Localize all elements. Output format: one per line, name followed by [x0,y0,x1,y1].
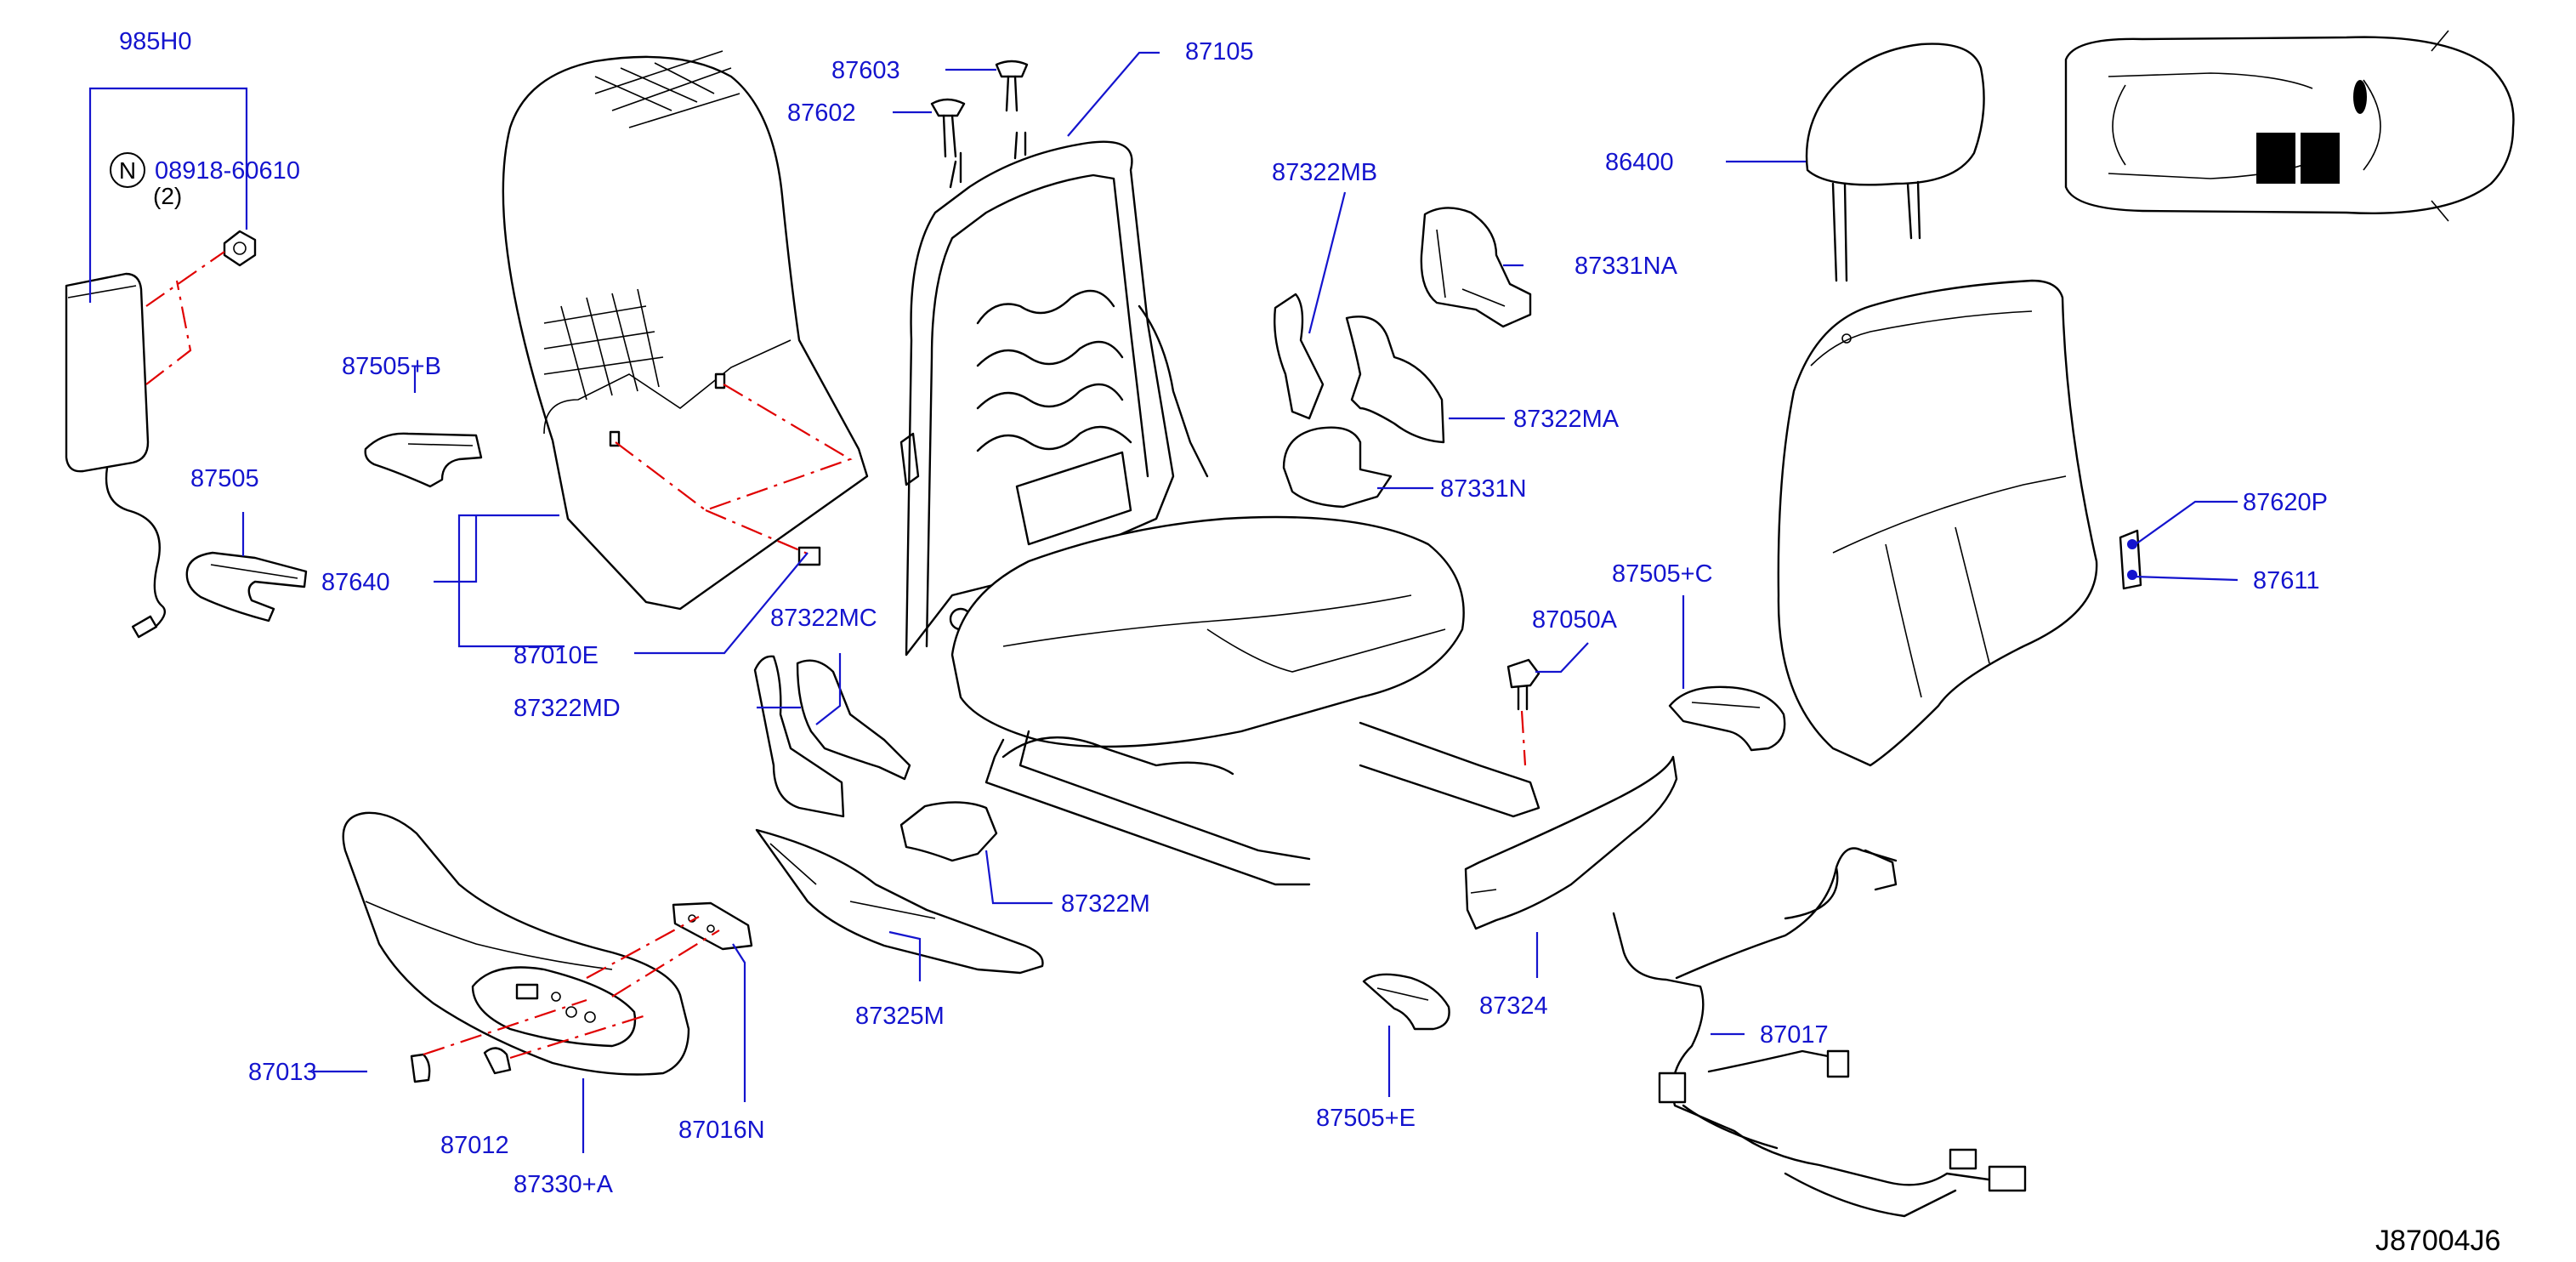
part-87331na-cover [1420,207,1532,328]
part-87105-seat-frame [899,131,1209,657]
phantom-lines-87010e [615,382,853,556]
part-87602-clip [930,98,966,158]
part-87322m-cover [899,801,998,862]
callout-87013[interactable]: 87013 [248,1059,317,1086]
callout-87331n[interactable]: 87331N [1440,475,1527,503]
callout-87505[interactable]: 87505 [190,465,259,492]
part-87505b-finisher [364,432,483,488]
diagram-code: J87004J6 [2375,1225,2500,1257]
callout-87322md[interactable]: 87322MD [513,695,621,722]
callout-87505e[interactable]: 87505+E [1316,1105,1416,1132]
part-87017-harness [1612,847,2027,1218]
part-seat-cushion [950,515,1540,886]
callout-87330a[interactable]: 87330+A [513,1171,614,1198]
callout-985h0[interactable]: 985H0 [119,28,191,55]
vehicle-location-silhouette [2064,30,2515,222]
callout-87505c[interactable]: 87505+C [1612,560,1713,588]
callout-87602[interactable]: 87602 [787,99,856,127]
callout-87322ma[interactable]: 87322MA [1513,406,1620,433]
callout-labels: 985H0 08918-60610 87505+B 87505 87640 87… [119,28,2328,1198]
part-87012-knob [483,1047,512,1075]
callout-87010e[interactable]: 87010E [513,642,599,669]
part-87330a-side-panel [342,811,690,1076]
callout-87505b[interactable]: 87505+B [342,353,441,380]
part-87640-finisher [185,551,308,622]
callout-87016n[interactable]: 87016N [678,1117,765,1144]
part-seatback-trim [1777,279,2142,767]
part-87050a-bolt [1506,658,1540,766]
callout-87603[interactable]: 87603 [831,57,900,84]
part-87010e-seatback-pad [502,50,869,611]
leader-lines [88,51,2238,1153]
callout-87611[interactable]: 87611 [2253,567,2320,594]
callout-87017[interactable]: 87017 [1760,1021,1829,1049]
callout-87012[interactable]: 87012 [440,1132,509,1159]
phantom-lines-985h0 [145,251,225,385]
callout-87640[interactable]: 87640 [321,569,390,596]
part-87505e-finisher [1362,973,1450,1031]
note-n-symbol: N [110,152,145,188]
phantom-lines-switches [423,916,720,1060]
callout-08918-60610[interactable]: 08918-60610 [155,157,300,185]
callout-87325m[interactable]: 87325M [855,1003,945,1030]
part-87322mc-cover [796,659,911,781]
part-87331n-cover [1282,426,1393,509]
part-87322mb-bracket [1274,293,1325,420]
part-87505c-finisher [1668,685,1786,752]
part-87322ma-cover [1345,316,1445,444]
callout-87324[interactable]: 87324 [1479,992,1548,1020]
part-87016n-switch [672,901,753,951]
callout-86400[interactable]: 86400 [1605,149,1674,176]
part-86400-headrest [1805,43,1985,282]
part-87013-knob [410,1053,431,1083]
part-87324-cover [1464,755,1678,930]
part-87325m-cover [755,828,1044,975]
callout-87322mc[interactable]: 87322MC [770,605,877,632]
callout-87322mb[interactable]: 87322MB [1272,159,1377,186]
callout-87620p[interactable]: 87620P [2243,489,2328,516]
callout-87322m[interactable]: 87322M [1061,890,1150,918]
part-985h0-module [65,230,257,639]
callout-87331na[interactable]: 87331NA [1575,253,1678,280]
part-87603-clip [995,60,1029,112]
callout-87105[interactable]: 87105 [1185,38,1254,65]
part-87322md-cover [753,655,845,818]
callout-87050a[interactable]: 87050A [1532,606,1618,634]
note-symbol-letter: N [119,157,136,184]
quantity-note: (2) [153,183,182,209]
